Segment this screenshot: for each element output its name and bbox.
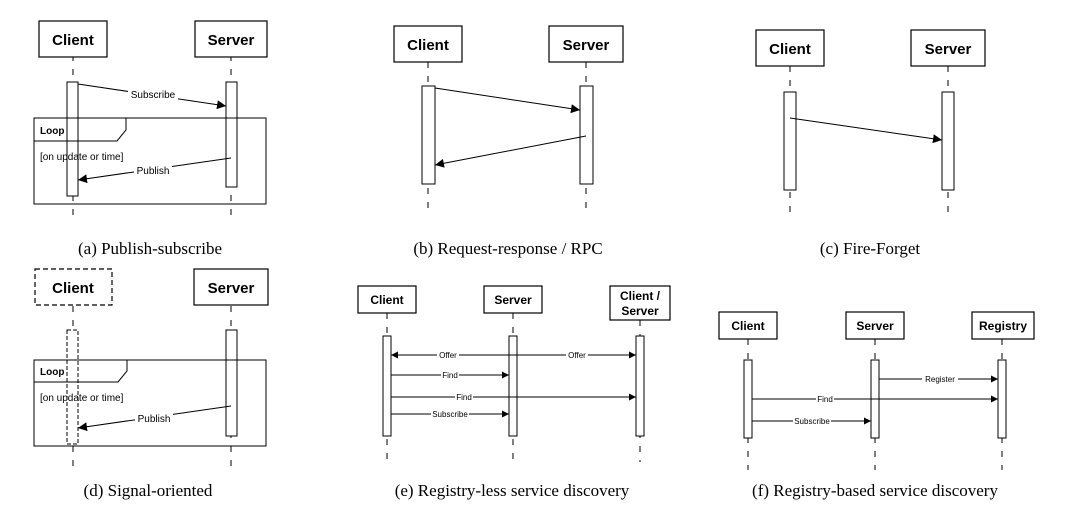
offer-label-right: Offer — [568, 351, 586, 360]
find-label-server: Find — [442, 371, 458, 380]
server-box — [548, 25, 624, 63]
subscribe-label: Subscribe — [794, 417, 830, 426]
offer-label-left: Offer — [439, 351, 457, 360]
diagram-registry-based-discovery: Client Server Registry Register Find Sub… — [718, 311, 1035, 500]
client-server-activation — [635, 335, 645, 437]
client-activation — [421, 85, 436, 185]
fire-arrow — [789, 117, 943, 144]
client-server-box — [609, 285, 671, 321]
server-box — [194, 20, 268, 58]
find-label: Find — [817, 395, 833, 404]
caption-c: (c) Fire-Forget — [820, 239, 921, 258]
client-activation — [66, 81, 79, 197]
server-box — [845, 311, 905, 340]
client-label: Client — [407, 37, 449, 54]
register-label: Register — [925, 375, 955, 384]
server-label: Server — [208, 32, 255, 49]
find-label-client-server: Find — [456, 393, 472, 402]
client-box — [393, 25, 463, 63]
client-label: Client — [52, 280, 94, 297]
caption-a: (a) Publish-subscribe — [78, 239, 222, 258]
server-activation — [225, 329, 238, 437]
client-box — [718, 311, 778, 340]
client-label: Client — [52, 32, 94, 49]
client-activation — [382, 335, 392, 437]
client-box — [357, 285, 417, 314]
loop-label: Loop — [40, 367, 64, 378]
server-label: Server — [563, 37, 610, 54]
caption-f: (f) Registry-based service discovery — [752, 481, 998, 500]
loop-guard: [on update or time] — [40, 152, 124, 163]
server-label: Server — [208, 280, 255, 297]
loop-label: Loop — [40, 126, 64, 137]
diagram-registry-less-discovery: Client Server Client / Server Offer Offe… — [357, 285, 671, 500]
registry-box — [971, 311, 1035, 340]
server-activation — [508, 335, 518, 437]
diagram-fire-forget: Client Server (c) Fire-Forget — [755, 29, 986, 258]
server-label: Server — [925, 41, 972, 58]
server-box — [193, 268, 269, 306]
server-label: Server — [494, 293, 532, 307]
client-box — [38, 20, 108, 58]
response-arrow — [434, 135, 587, 168]
server-activation — [225, 81, 238, 188]
server-box — [910, 29, 986, 67]
publish-label: Publish — [137, 166, 170, 177]
request-arrow — [434, 87, 581, 114]
diagram-signal-oriented: Client Server Loop [on update or time] P… — [33, 268, 269, 500]
loop-guard: [on update or time] — [40, 393, 124, 404]
client-box — [34, 268, 113, 306]
loop-frame-tab — [33, 360, 128, 383]
client-box — [755, 29, 825, 67]
caption-e: (e) Registry-less service discovery — [395, 481, 630, 500]
client-activation — [743, 359, 753, 439]
client-label: Client — [731, 319, 764, 333]
loop-frame — [33, 117, 267, 205]
client-label: Client — [769, 41, 811, 58]
publish-label: Publish — [138, 414, 171, 425]
caption-d: (d) Signal-oriented — [84, 481, 213, 500]
client-activation — [66, 329, 79, 445]
server-activation — [941, 91, 955, 191]
client-label: Client — [370, 293, 403, 307]
client-server-label-line2: Server — [621, 304, 659, 318]
subscribe-label: Subscribe — [131, 90, 176, 101]
registry-label: Registry — [979, 319, 1027, 333]
loop-frame — [33, 359, 267, 447]
server-label: Server — [856, 319, 894, 333]
server-box — [483, 285, 543, 314]
client-activation — [783, 91, 797, 191]
subscribe-label: Subscribe — [432, 410, 468, 419]
registry-activation — [997, 359, 1007, 439]
client-server-label-line1: Client / — [620, 289, 661, 303]
diagram-request-response: Client Server (b) Request-response / RPC — [393, 25, 624, 258]
server-activation — [579, 85, 594, 185]
diagram-publish-subscribe: Client Server Loop [on update or time] S… — [33, 20, 268, 258]
caption-b: (b) Request-response / RPC — [413, 239, 602, 258]
loop-frame-tab — [33, 118, 127, 142]
